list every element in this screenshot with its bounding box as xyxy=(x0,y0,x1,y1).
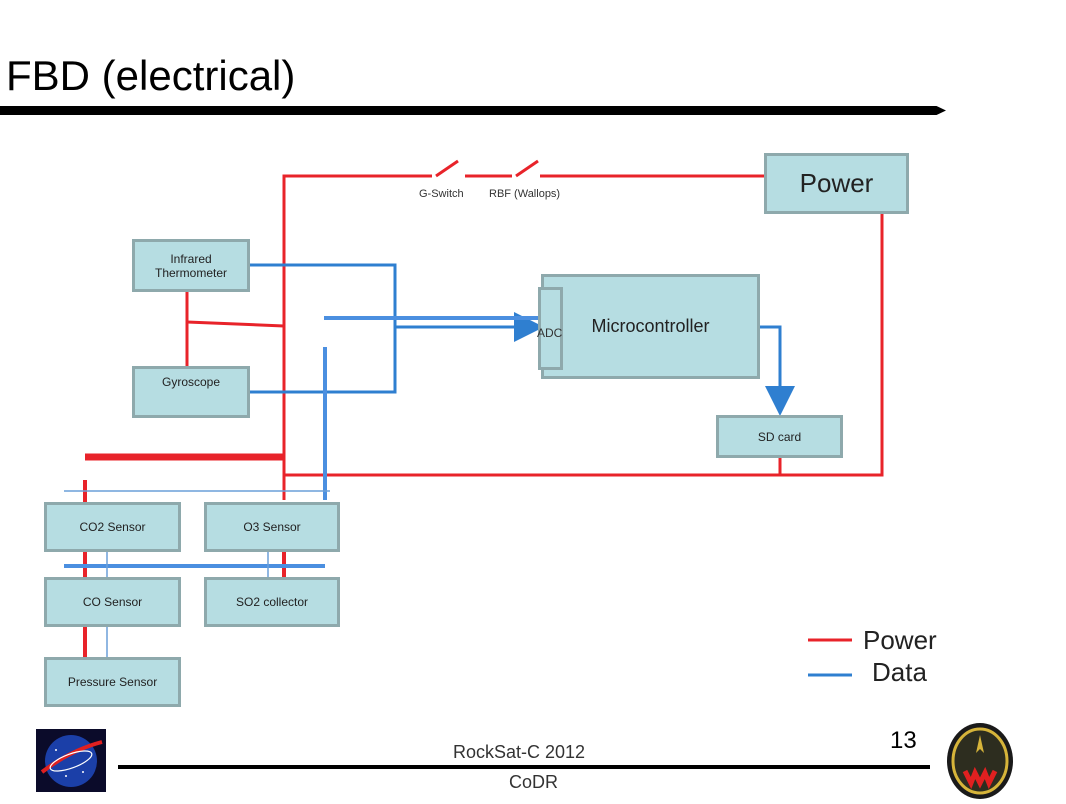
footer-review: CoDR xyxy=(509,772,559,792)
power-left-trunk xyxy=(282,174,432,500)
legend-power-label: Power xyxy=(863,625,937,655)
o3-sensor-box: O3 Sensor xyxy=(204,502,340,552)
gyroscope-box: Gyroscope xyxy=(132,366,250,418)
power-return xyxy=(284,214,884,477)
rbf-label: RBF (Wallops) xyxy=(489,188,561,200)
g-switch-label: G-Switch xyxy=(419,188,464,200)
rbf-switch xyxy=(515,159,539,178)
legend-data-label: Data xyxy=(872,657,927,687)
wff-logo xyxy=(945,719,1015,799)
legend-swatches xyxy=(808,638,852,677)
co2-sensor-box: CO2 Sensor xyxy=(44,502,181,552)
footer-divider xyxy=(118,765,930,769)
pressure-sensor-box: Pressure Sensor xyxy=(44,657,181,707)
title-divider xyxy=(0,106,946,115)
g-switch xyxy=(435,159,459,178)
microcontroller-box: Microcontroller xyxy=(541,274,760,379)
so2-collector-box: SO2 collector xyxy=(204,577,340,627)
data-ir-thermo xyxy=(249,263,397,394)
footer-mission: RockSat-C 2012 xyxy=(453,742,586,762)
nasa-meatball-icon xyxy=(40,734,103,787)
sd-card-box: SD card xyxy=(716,415,843,458)
co-sensor-box: CO Sensor xyxy=(44,577,181,627)
power-lines xyxy=(185,159,884,500)
adc-label: ADC xyxy=(537,326,563,340)
wff-badge-icon xyxy=(947,723,1013,799)
data-mcu-sd xyxy=(760,325,795,416)
power-box: Power xyxy=(764,153,909,214)
infrared-thermometer-box: Infrared Thermometer xyxy=(132,239,250,292)
microcontroller-label: Microcontroller xyxy=(591,316,710,336)
data-lines xyxy=(249,263,795,416)
slide-number: 13 xyxy=(890,727,917,754)
nasa-logo xyxy=(36,729,106,792)
power-sensors-tap xyxy=(186,320,285,328)
slide-title: FBD (electrical) xyxy=(6,52,296,99)
adc-block xyxy=(538,287,563,370)
